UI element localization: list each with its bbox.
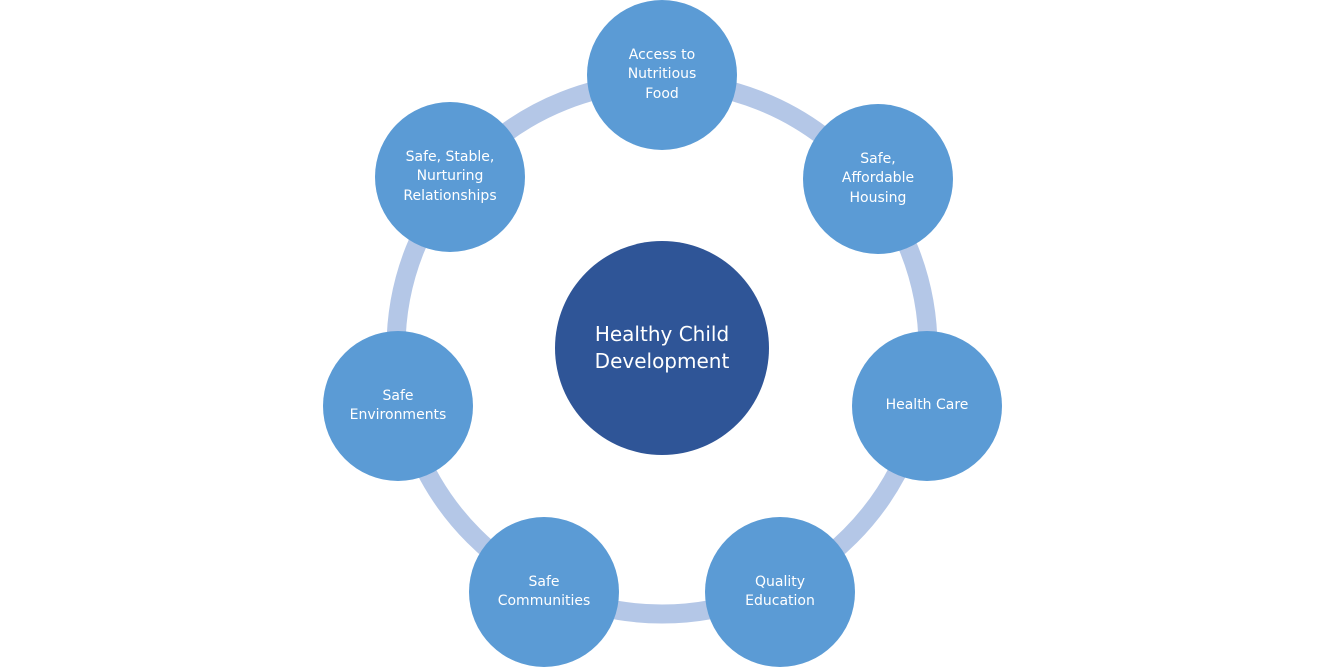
node-label: Health Care [885,397,969,414]
node-label: Safe, Stable, Nurturing Relationships [403,148,497,204]
node-label: Safe Communities [497,573,591,610]
node-label: Access to Nutritious Food [627,46,697,102]
node-label: Safe Environments [349,387,447,424]
node-label: Quality Education [745,573,815,610]
node-access-to-nutritious-food: Access to Nutritious Food [587,0,737,150]
center-node-label: Healthy Child Development [594,322,730,373]
node-safe-communities: Safe Communities [469,517,619,667]
node-safe-environments: Safe Environments [323,331,473,481]
node-safe-stable-nurturing-relationships: Safe, Stable, Nurturing Relationships [375,102,525,252]
node-health-care: Health Care [852,331,1002,481]
node-quality-education: Quality Education [705,517,855,667]
node-label: Safe, Affordable Housing [841,150,915,206]
center-node-healthy-child-development: Healthy Child Development [555,241,769,455]
node-safe-affordable-housing: Safe, Affordable Housing [803,104,953,254]
